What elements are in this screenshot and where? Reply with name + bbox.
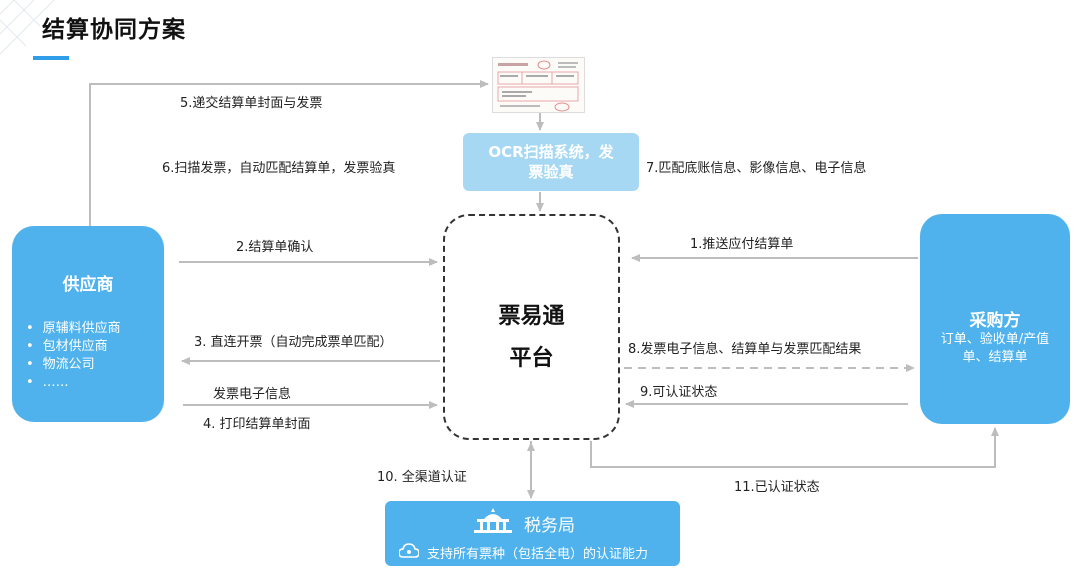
tax-bureau-note: 支持所有票种（包括全电）的认证能力 — [427, 547, 649, 562]
tax-bureau-node: 税务局 支持所有票种（包括全电）的认证能力 — [385, 501, 680, 566]
platform-name-line2: 平台 — [509, 346, 554, 371]
title-underline — [33, 56, 69, 60]
ocr-node: OCR扫描系统，发票验真 — [463, 133, 639, 191]
supplier-list: 原辅料供应商 包材供应商 物流公司 …… — [26, 320, 121, 392]
flow-6-label: 6.扫描发票，自动匹配结算单，发票验真 — [162, 161, 396, 176]
supplier-list-item: 原辅料供应商 — [26, 320, 121, 338]
flow-3-label: 3. 直连开票（自动完成票单匹配） — [194, 335, 393, 350]
flow-8-label: 8.发票电子信息、结算单与发票匹配结果 — [628, 342, 862, 357]
flow-9-label: 9.可认证状态 — [640, 385, 718, 400]
invoice-document-icon — [492, 57, 585, 113]
flow-3b-label: 发票电子信息 — [213, 387, 292, 402]
flow-10-label: 10. 全渠道认证 — [377, 470, 467, 485]
corner-decoration — [0, 0, 55, 55]
buyer-node: 采购方 订单、验收单/产值单、结算单 — [920, 214, 1070, 424]
supplier-list-item: 包材供应商 — [26, 338, 121, 356]
flow-2-label: 2.结算单确认 — [236, 240, 314, 255]
supplier-name: 供应商 — [62, 275, 114, 295]
tax-bureau-name: 税务局 — [524, 516, 575, 536]
government-building-icon — [474, 508, 512, 533]
flow-1-label: 1.推送应付结算单 — [690, 237, 794, 252]
flow-5-line — [89, 80, 489, 226]
flow-11-label: 11.已认证状态 — [734, 480, 820, 495]
flow-11-line — [590, 427, 999, 468]
buyer-name: 采购方 — [969, 311, 1021, 331]
page-title: 结算协同方案 — [42, 17, 186, 43]
platform-node: 票易通 平台 — [443, 214, 620, 440]
ocr-label: OCR扫描系统，发票验真 — [488, 143, 614, 181]
supplier-list-item: 物流公司 — [26, 356, 121, 374]
flow-4-label: 4. 打印结算单封面 — [203, 417, 311, 432]
supplier-node: 供应商 原辅料供应商 包材供应商 物流公司 …… — [12, 226, 164, 422]
cloud-icon — [399, 543, 419, 558]
platform-name: 票易通 平台 — [445, 296, 618, 380]
platform-name-line1: 票易通 — [498, 304, 565, 329]
flow-5-label: 5.递交结算单封面与发票 — [180, 96, 323, 111]
buyer-description: 订单、验收单/产值单、结算单 — [940, 332, 1050, 365]
supplier-list-item: …… — [26, 374, 121, 392]
flow-7-label: 7.匹配底账信息、影像信息、电子信息 — [646, 161, 867, 176]
